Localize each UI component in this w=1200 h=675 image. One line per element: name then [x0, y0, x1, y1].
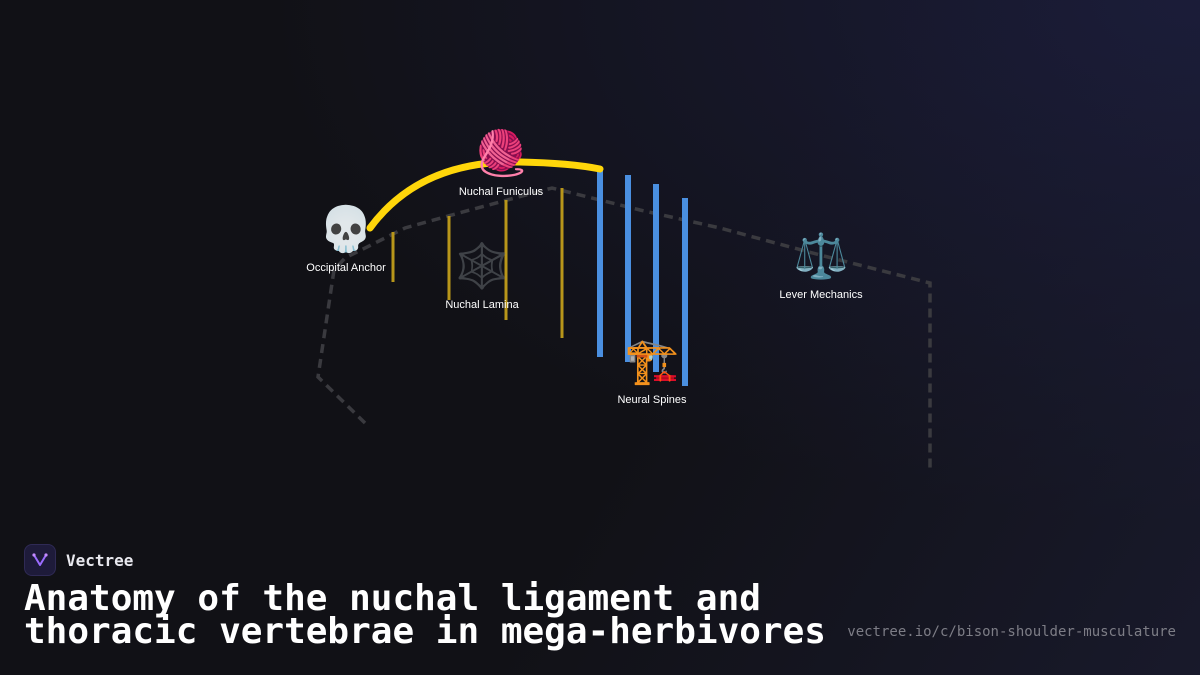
- nuchal-lamina-label: Nuchal Lamina: [445, 299, 519, 311]
- skeleton-outline: [316, 186, 932, 470]
- brand[interactable]: Vectree: [24, 544, 133, 576]
- node-nuchal-funiculus[interactable]: 🧶 Nuchal Funiculus: [458, 129, 544, 199]
- crane-icon: 🏗️: [624, 337, 680, 386]
- source-url[interactable]: vectree.io/c/bison-shoulder-musculature: [847, 624, 1176, 640]
- lever-mechanics-label: Lever Mechanics: [779, 289, 863, 301]
- node-nuchal-lamina[interactable]: 🕸️ Nuchal Lamina: [445, 242, 519, 312]
- spider-web-icon: 🕸️: [454, 242, 510, 291]
- skull-icon: 💀: [318, 205, 374, 254]
- node-lever-mechanics[interactable]: ⚖️ Lever Mechanics: [779, 232, 863, 302]
- page-title: Anatomy of the nuchal ligament and thora…: [24, 578, 826, 652]
- occipital-anchor-label: Occipital Anchor: [306, 262, 386, 274]
- yarn-ball-icon: 🧶: [473, 129, 529, 178]
- node-occipital-anchor[interactable]: 💀 Occipital Anchor: [306, 205, 386, 275]
- nuchal-funiculus-label: Nuchal Funiculus: [458, 186, 544, 198]
- balance-scale-icon: ⚖️: [793, 232, 849, 281]
- vectree-logo-icon: [24, 544, 56, 576]
- brand-name: Vectree: [66, 550, 134, 570]
- node-neural-spines[interactable]: 🏗️ Neural Spines: [617, 337, 687, 407]
- neural-spines-label: Neural Spines: [617, 394, 687, 406]
- funiculus-cord: [366, 158, 604, 232]
